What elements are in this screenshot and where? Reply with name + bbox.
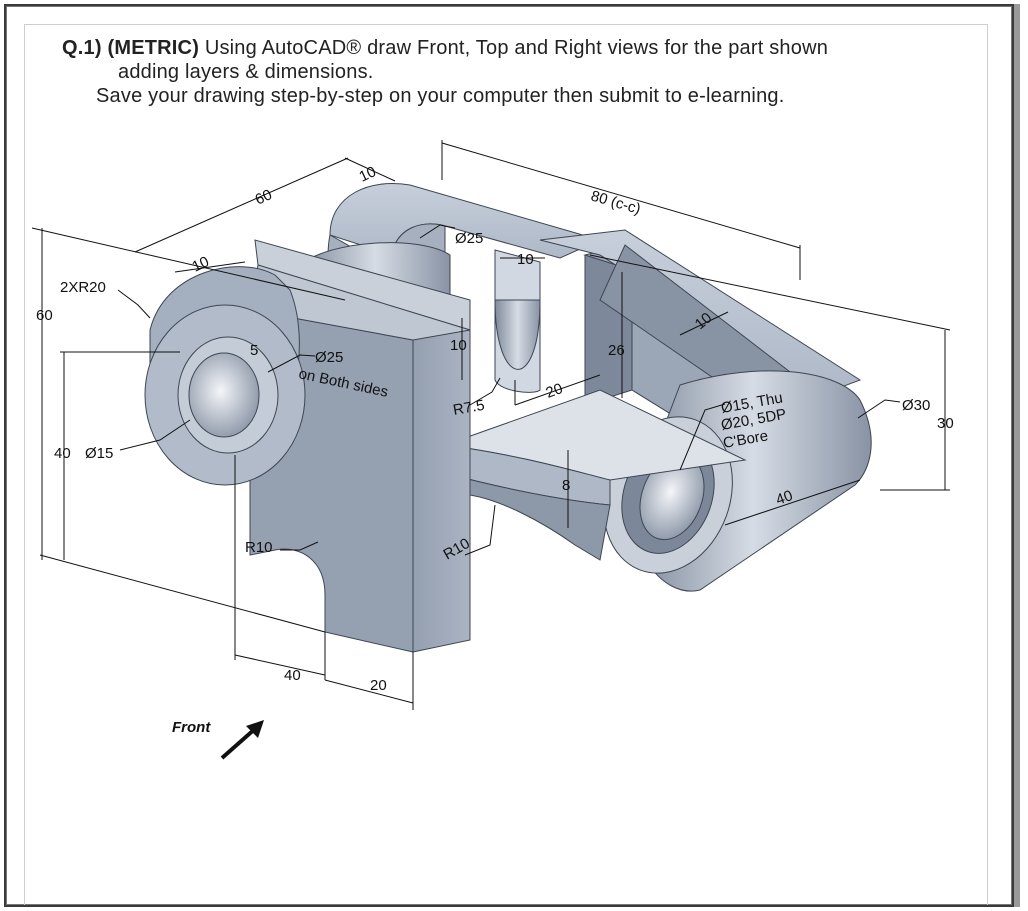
dim-60-left: 60: [36, 307, 53, 324]
front-indicator: Front: [172, 719, 264, 760]
dim-dia30: Ø30: [902, 397, 930, 414]
dimension-lines: [31, 140, 951, 710]
front-label: Front: [172, 719, 211, 736]
dim-dia25-top: Ø25: [455, 230, 483, 247]
page-inner-border: [24, 24, 988, 905]
base-slab-under: [450, 474, 611, 561]
dim-5: 5: [250, 342, 258, 359]
dim-r7-5: R7.5: [452, 397, 486, 419]
question-line-1-text: Using AutoCAD® draw Front, Top and Right…: [199, 37, 829, 59]
dim-80-cc: 80 (c-c): [589, 188, 643, 218]
dim-60-top: 60: [253, 186, 275, 208]
dim-10-slot: 10: [517, 251, 534, 268]
dim-dia15-left: Ø15: [85, 445, 113, 462]
dim-40-bottom: 40: [284, 667, 301, 684]
dim-10-lug: 10: [190, 253, 212, 275]
dim-30: 30: [937, 415, 954, 432]
dim-26: 26: [608, 342, 625, 359]
dim-40-left: 40: [54, 445, 71, 462]
dim-r10-left: R10: [245, 539, 273, 556]
question-line-1: Q.1) (METRIC) Using AutoCAD® draw Front,…: [62, 36, 962, 60]
left-hole: [188, 352, 260, 438]
question-number: Q.1): [62, 37, 102, 59]
front-arrow-head-icon: [246, 720, 264, 738]
dim-40-right: 40: [774, 487, 795, 509]
front-arrow-shaft: [220, 726, 258, 760]
question-line-3: Save your drawing step-by-step on your c…: [96, 85, 785, 107]
dim-dia25-side: Ø25: [315, 349, 343, 366]
dim-10-slot-h: 10: [450, 337, 467, 354]
question-text: Q.1) (METRIC) Using AutoCAD® draw Front,…: [62, 36, 962, 108]
dim-20-slot: 20: [544, 380, 565, 402]
dim-20-bottom: 20: [370, 677, 387, 694]
dim-2xr20: 2XR20: [60, 279, 106, 296]
dim-10-top: 10: [357, 163, 379, 185]
dim-8: 8: [562, 477, 570, 494]
metric-tag: (METRIC): [107, 37, 200, 59]
part-body: [144, 182, 872, 653]
question-line-2: adding layers & dimensions.: [118, 61, 374, 83]
slot-cyl: [494, 299, 541, 370]
